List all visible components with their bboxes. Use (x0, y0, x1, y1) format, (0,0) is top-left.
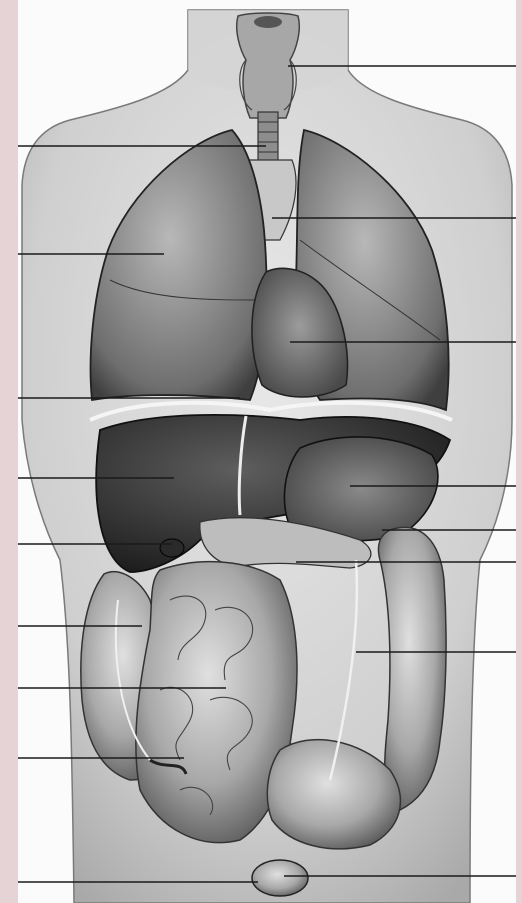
gallbladder (160, 539, 184, 557)
bladder (252, 860, 308, 896)
